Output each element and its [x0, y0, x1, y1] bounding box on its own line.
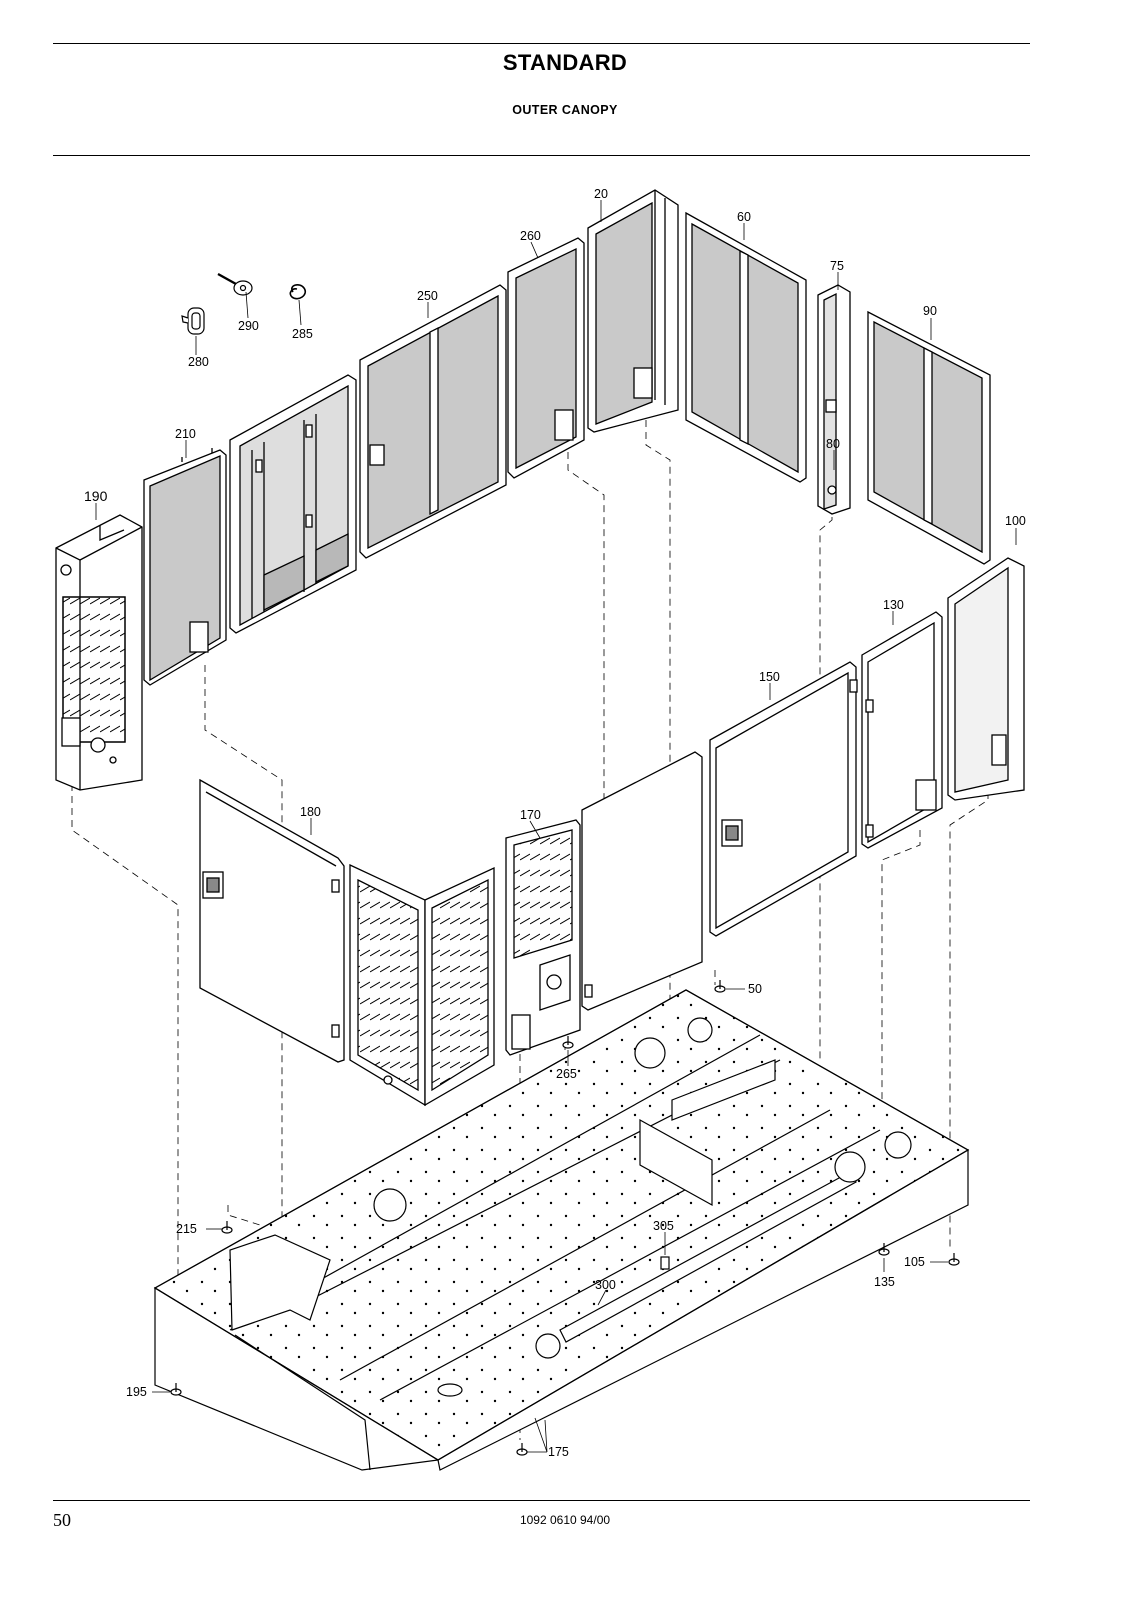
base-frame: [153, 989, 970, 1471]
key-part-290: [217, 272, 253, 296]
panel-170: [505, 819, 581, 1056]
callout-60: 60: [737, 210, 751, 224]
callout-305: 305: [653, 1219, 674, 1233]
callout-135: 135: [874, 1275, 895, 1289]
callout-290: 290: [238, 319, 259, 333]
fastener-195: [170, 1383, 182, 1396]
panel-100: [947, 557, 1025, 801]
clip-part-285: [289, 283, 306, 300]
callout-175: 175: [548, 1445, 569, 1459]
fastener-105: [948, 1253, 960, 1266]
callout-285: 285: [292, 327, 313, 341]
rear-panels: [55, 189, 1025, 801]
callout-210: 210: [175, 427, 196, 441]
door-180: [199, 778, 345, 1063]
fastener-175: [516, 1443, 528, 1456]
fastener-135: [878, 1243, 890, 1256]
front-panels: [199, 611, 943, 1107]
fastener-50: [714, 980, 726, 993]
fastener-265: [562, 1036, 574, 1049]
callout-150: 150: [759, 670, 780, 684]
callout-260: 260: [520, 229, 541, 243]
callout-75: 75: [830, 259, 844, 273]
document-code: 1092 0610 94/00: [519, 1513, 611, 1527]
page-number: 50: [53, 1510, 71, 1530]
callout-90: 90: [923, 304, 937, 318]
handle-part-280: [181, 307, 205, 335]
page-title: STANDARD: [502, 50, 628, 75]
callout-50: 50: [748, 982, 762, 996]
callout-170: 170: [520, 808, 541, 822]
door-150: [709, 661, 858, 937]
door-130: [861, 611, 943, 849]
panel-260: [507, 237, 585, 479]
panel-90: [867, 310, 991, 565]
footer-rule: [53, 1500, 1030, 1501]
louvre-corner-panel: [349, 863, 495, 1107]
panel-190: [55, 514, 143, 791]
callout-130: 130: [883, 598, 904, 612]
panel-250: [359, 284, 507, 559]
callout-100: 100: [1005, 514, 1026, 528]
page-subtitle: OUTER CANOPY: [512, 103, 618, 117]
callout-195: 195: [126, 1385, 147, 1399]
callout-180: 180: [300, 805, 321, 819]
header-bottom-rule: [53, 155, 1030, 156]
panel-frame-open: [229, 374, 357, 634]
header-top-rule: [53, 43, 1030, 44]
callout-80: 80: [826, 437, 840, 451]
fastener-215: [221, 1221, 233, 1234]
callout-20: 20: [594, 187, 608, 201]
panel-60: [685, 211, 807, 483]
loose-parts: [181, 272, 306, 335]
callout-250: 250: [417, 289, 438, 303]
leader-lines: [95, 200, 1017, 1453]
post-75-80: [817, 284, 851, 515]
callout-300: 300: [595, 1278, 616, 1292]
callout-265: 265: [556, 1067, 577, 1081]
door-middle: [581, 751, 703, 1011]
callouts: 20 260 60 75 90 250 290 285 280 80 210 1…: [84, 187, 1026, 1459]
fasteners: [170, 980, 960, 1456]
fastener-305: [660, 1256, 670, 1270]
panel-210: [143, 448, 227, 686]
callout-190: 190: [84, 488, 108, 504]
callout-215: 215: [176, 1222, 197, 1236]
panel-20: [587, 189, 679, 433]
callout-105: 105: [904, 1255, 925, 1269]
callout-280: 280: [188, 355, 209, 369]
